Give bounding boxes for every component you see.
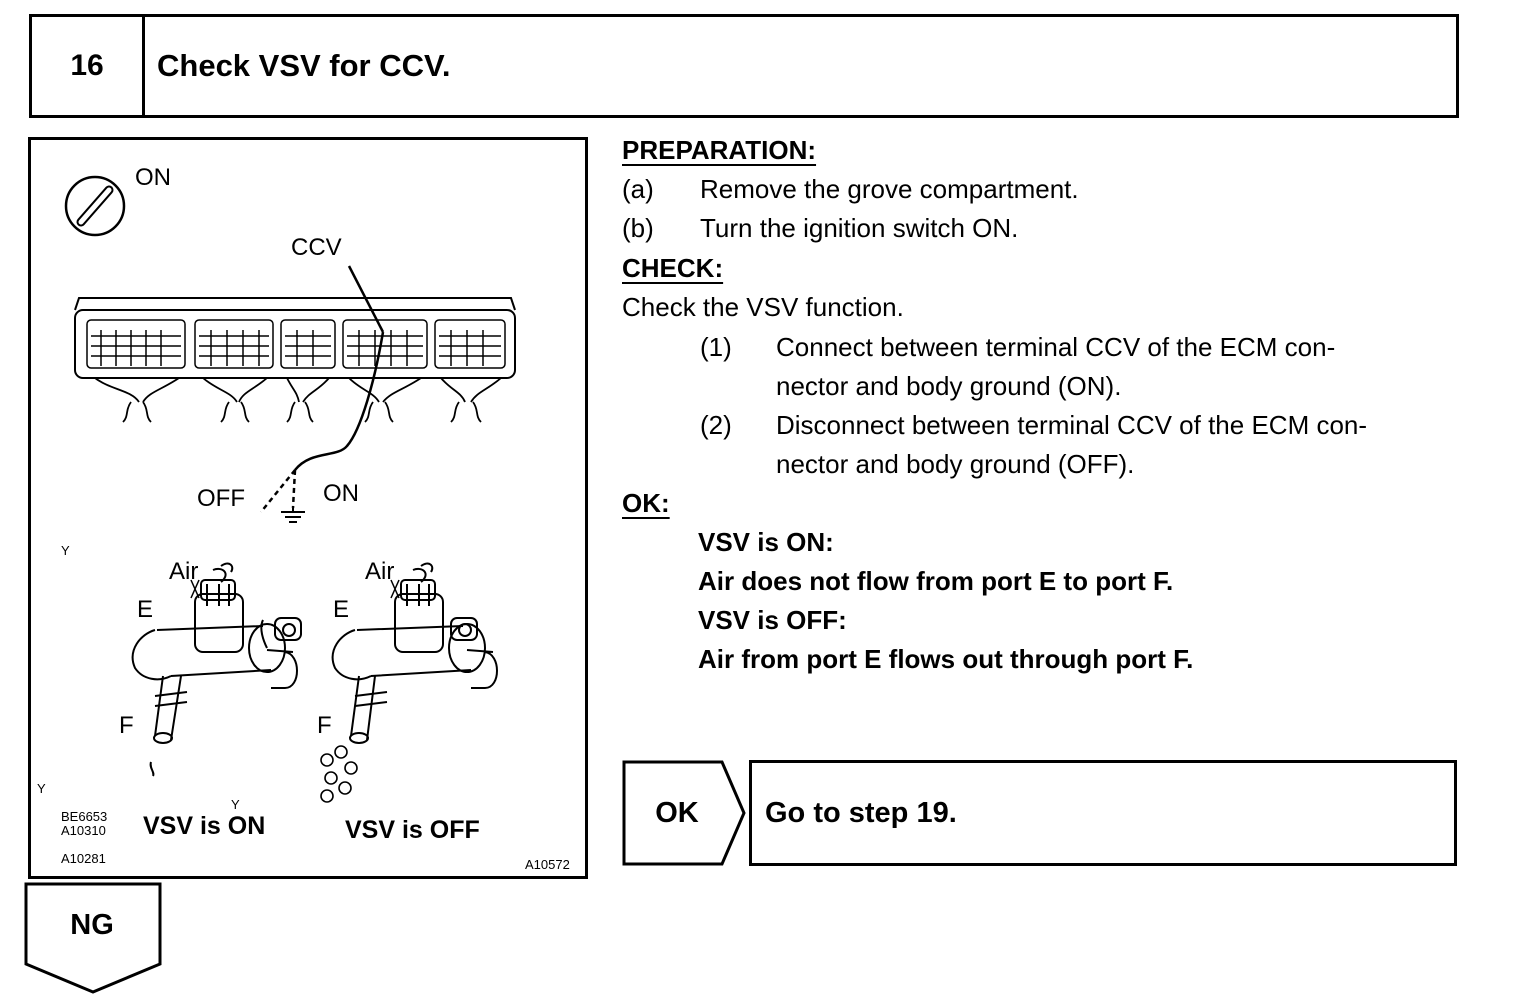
switch-off-label: OFF bbox=[197, 485, 245, 512]
figure-code: A10572 bbox=[525, 857, 570, 872]
ok-result-label: OK bbox=[655, 796, 699, 829]
ecm-connector-icon bbox=[74, 297, 516, 423]
ground-symbol-icon bbox=[281, 508, 305, 523]
ok-condition: VSV is OFF: bbox=[698, 605, 847, 635]
right-port-f-label: F bbox=[317, 712, 332, 739]
check-item-line: Disconnect between terminal CCV of the E… bbox=[776, 410, 1368, 440]
figure-code: BE6653 bbox=[61, 809, 108, 824]
check-item-line: nector and body ground (OFF). bbox=[776, 449, 1135, 479]
preparation-item: Turn the ignition switch ON. bbox=[700, 213, 1019, 243]
ok-condition: Air does not flow from port E to port F. bbox=[698, 566, 1174, 596]
preparation-heading: PREPARATION: bbox=[622, 135, 817, 165]
vsv-off-valve-icon bbox=[320, 562, 498, 803]
ng-arrow-box bbox=[24, 882, 162, 994]
ignition-on-label: ON bbox=[135, 164, 171, 191]
figure-code: A10281 bbox=[61, 851, 106, 866]
left-air-label: Air bbox=[169, 558, 199, 585]
right-port-e-label: E bbox=[333, 596, 350, 623]
ok-heading: OK: bbox=[622, 488, 670, 518]
air-puff-icon bbox=[320, 745, 358, 803]
step-header: 16 Check VSV for CCV. bbox=[29, 14, 1459, 118]
ccv-lead-wire bbox=[260, 265, 385, 513]
step-title: Check VSV for CCV. bbox=[157, 48, 451, 83]
y-mark: Y bbox=[37, 781, 46, 796]
vsv-on-caption: VSV is ON bbox=[143, 812, 266, 840]
check-marker: (2) bbox=[700, 410, 732, 440]
ng-result-label[interactable]: NG bbox=[70, 908, 114, 941]
step-number: 16 bbox=[32, 17, 145, 115]
check-marker: (1) bbox=[700, 332, 732, 362]
preparation-marker: (b) bbox=[622, 213, 654, 243]
check-item-line: nector and body ground (ON). bbox=[776, 371, 1122, 401]
left-port-f-label: F bbox=[119, 712, 134, 739]
check-heading: CHECK: bbox=[622, 253, 724, 283]
preparation-marker: (a) bbox=[622, 174, 654, 204]
left-port-e-label: E bbox=[137, 596, 154, 623]
switch-on-label: ON bbox=[323, 480, 359, 507]
check-intro: Check the VSV function. bbox=[622, 292, 904, 322]
y-mark: Y bbox=[231, 797, 240, 812]
vsv-off-caption: VSV is OFF bbox=[345, 816, 480, 844]
vsv-on-valve-icon bbox=[131, 562, 302, 777]
wiring-diagram bbox=[64, 175, 516, 803]
right-air-label: Air bbox=[365, 558, 395, 585]
ok-condition: VSV is ON: bbox=[698, 527, 834, 557]
ok-condition: Air from port E flows out through port F… bbox=[698, 644, 1194, 674]
illustration-panel: ON CCV OFF ON Y Y Y Air E F VSV is ON Ai… bbox=[28, 137, 588, 879]
ok-arrow-box bbox=[622, 760, 746, 866]
figure-code: A10310 bbox=[61, 823, 106, 838]
preparation-item: Remove the grove compartment. bbox=[700, 174, 1079, 204]
y-mark: Y bbox=[61, 543, 70, 558]
ccv-terminal-label: CCV bbox=[291, 234, 342, 261]
check-item-line: Connect between terminal CCV of the ECM … bbox=[776, 332, 1336, 362]
ignition-key-icon bbox=[64, 175, 126, 237]
ok-next-step[interactable]: Go to step 19. bbox=[749, 760, 1457, 866]
